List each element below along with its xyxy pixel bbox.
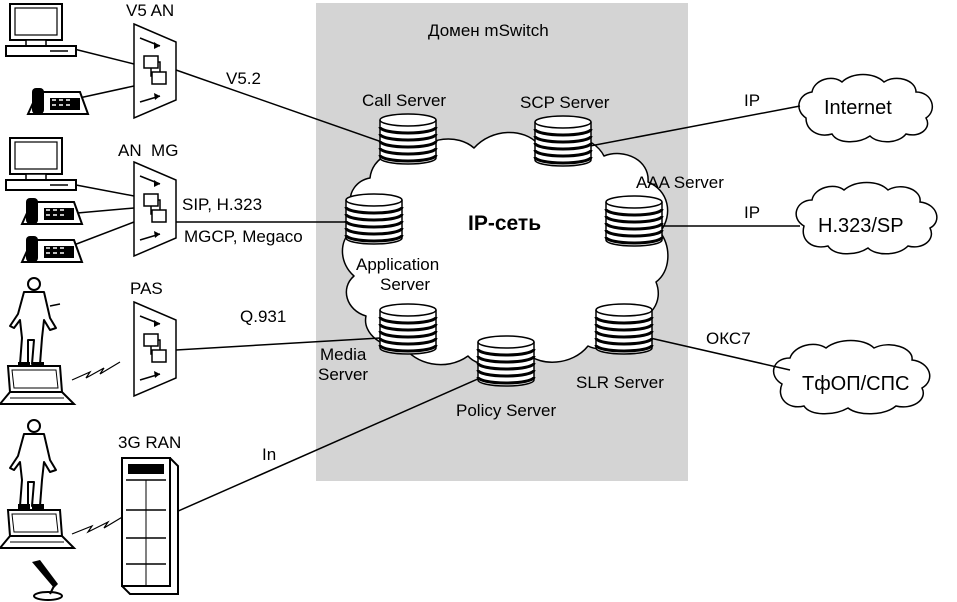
pas-label: PAS [130, 279, 163, 298]
link-sip-label: SIP, H.323 [182, 195, 262, 214]
media-server-icon [378, 302, 438, 356]
phone-2-icon [21, 197, 83, 225]
phone-3-icon [21, 235, 83, 263]
microphone-icon [32, 560, 63, 601]
pstn-cloud [772, 339, 931, 415]
scp-server-label: SCP Server [520, 93, 610, 112]
slr-server-label: SLR Server [576, 373, 664, 392]
3g-ran-rack-icon [121, 457, 179, 595]
person-1-icon [9, 277, 57, 368]
media-server-label-2: Server [318, 365, 368, 384]
slr-server-icon [594, 302, 654, 356]
person-2-icon [9, 419, 57, 510]
call-server-label: Call Server [362, 91, 446, 110]
policy-server-icon [476, 334, 536, 388]
pc-1-icon [5, 3, 77, 57]
call-server-icon [378, 112, 438, 166]
an-mg-label: AN MG [118, 141, 178, 160]
link-ip-h323-label: IP [744, 203, 760, 222]
an-mg-gateway-icon [133, 161, 177, 257]
application-server-label-1: Application [356, 255, 439, 274]
pc-2-icon [5, 137, 77, 191]
link-q931-label: Q.931 [240, 307, 286, 326]
link-okc7-label: ОКС7 [706, 329, 751, 348]
3g-ran-label: 3G RAN [118, 433, 181, 452]
h323sp-cloud [795, 181, 938, 255]
ip-core-label: IP-сеть [468, 212, 541, 235]
pas-gateway-icon [133, 301, 177, 397]
wireless-links [71, 361, 125, 535]
application-server-label-2: Server [380, 275, 430, 294]
link-in-label: In [262, 445, 276, 464]
laptop-1-icon [0, 365, 75, 405]
laptop-2-icon [0, 509, 75, 549]
aaa-server-icon [604, 194, 664, 248]
scp-server-icon [533, 114, 593, 168]
v5-an-label: V5 AN [126, 1, 174, 20]
media-server-label-1: Media [320, 345, 367, 364]
phone-1-icon [27, 87, 89, 115]
domain-title: Домен mSwitch [428, 21, 549, 40]
policy-server-label: Policy Server [456, 401, 556, 420]
link-ip-internet-label: IP [744, 91, 760, 110]
link-v52-label: V5.2 [226, 69, 261, 88]
internet-cloud [798, 73, 934, 143]
pstn-label: ТфОП/СПС [802, 373, 909, 395]
h323sp-label: H.323/SP [818, 215, 904, 237]
v5-an-gateway-icon [133, 23, 177, 119]
link-mgcp-label: MGCP, Megaco [184, 227, 303, 246]
internet-label: Internet [824, 97, 892, 119]
application-server-icon [344, 192, 404, 246]
aaa-server-label: AAA Server [636, 173, 724, 192]
